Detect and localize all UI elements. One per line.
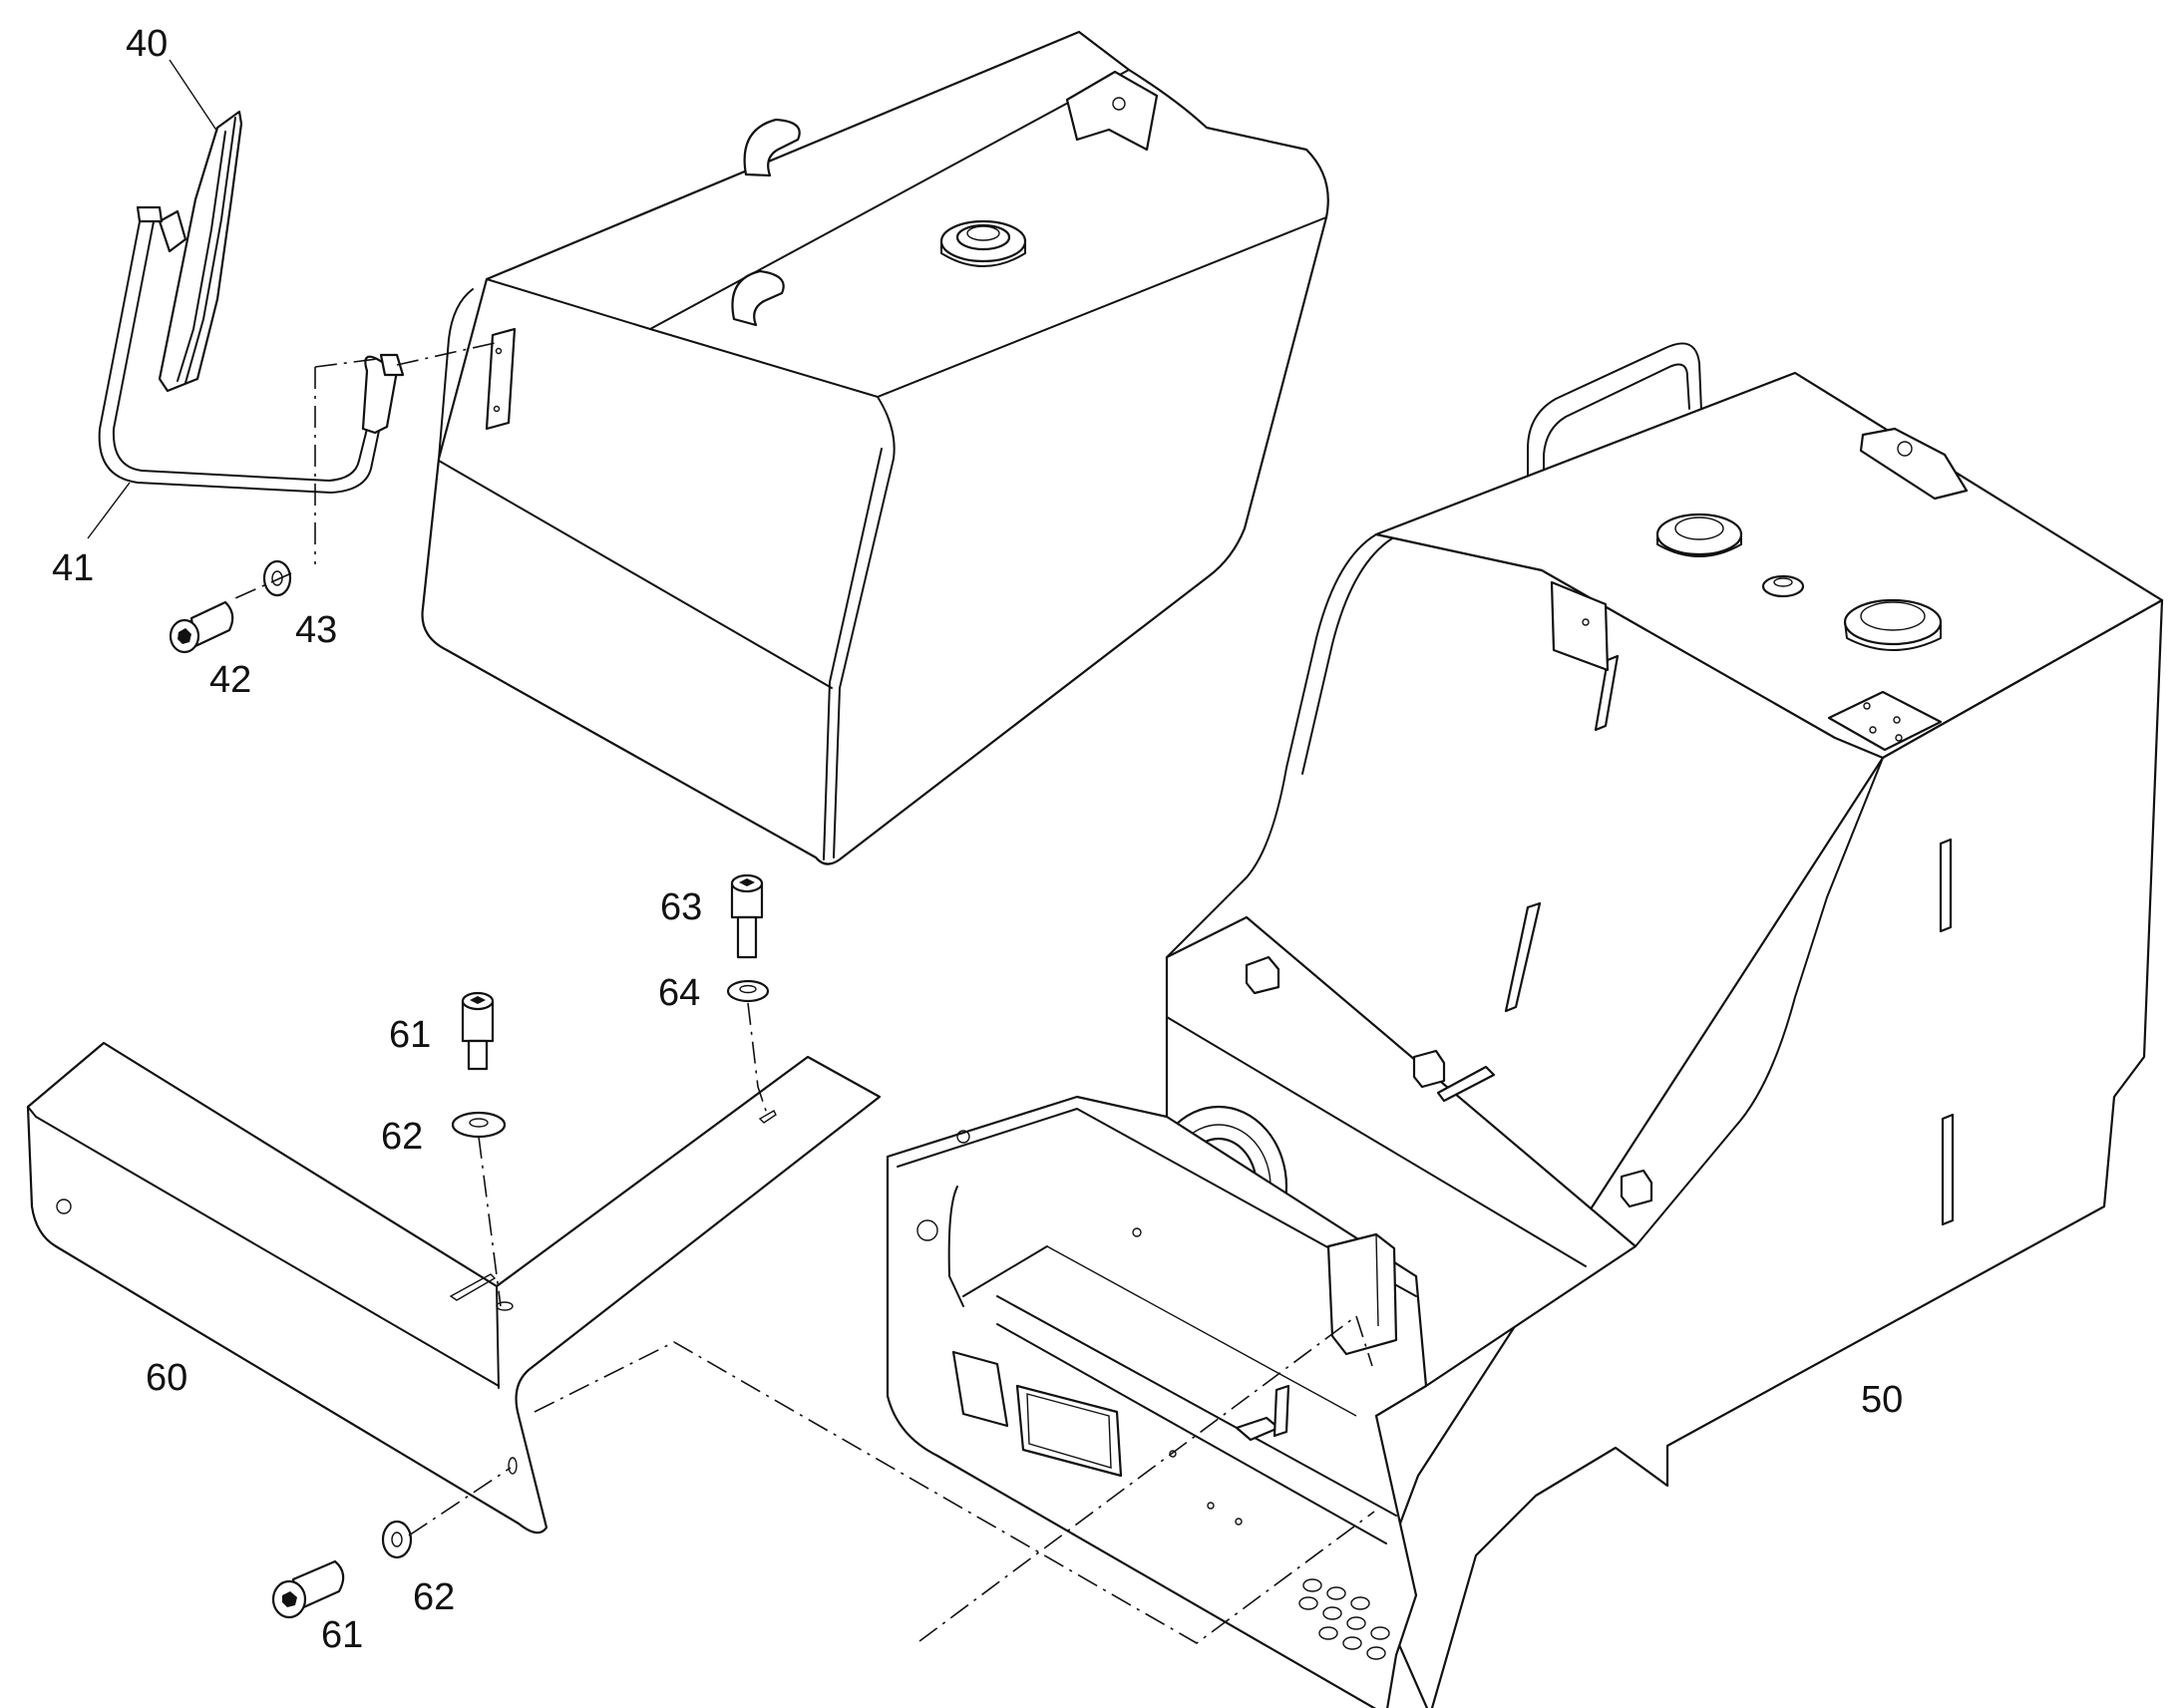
screw-42 <box>169 600 234 654</box>
mirror-40 <box>158 110 243 393</box>
callout-42: 42 <box>209 659 251 701</box>
callout-61-upper: 61 <box>389 1014 431 1056</box>
washer-62-upper <box>451 1111 507 1139</box>
callout-labels: 40 41 42 43 50 60 61 62 63 64 61 62 <box>52 23 1903 1656</box>
callout-61-lower: 61 <box>321 1614 363 1656</box>
bolt-63 <box>730 873 764 959</box>
callout-40: 40 <box>126 23 168 65</box>
vent-grid <box>1298 1578 1390 1660</box>
side-panel-60 <box>26 1041 882 1535</box>
callout-62-upper: 62 <box>381 1116 423 1158</box>
callout-leaders <box>87 59 218 539</box>
main-frame-50 <box>886 342 2164 1708</box>
callout-43: 43 <box>295 609 337 651</box>
washer-62-lower <box>381 1520 413 1559</box>
callout-63: 63 <box>660 886 702 928</box>
assembly-lines <box>234 342 1375 1644</box>
callout-41: 41 <box>52 547 94 589</box>
mirror-arm-41 <box>98 205 405 494</box>
callout-62-lower: 62 <box>413 1576 455 1618</box>
washer-64 <box>726 979 770 1003</box>
callout-50: 50 <box>1861 1379 1903 1421</box>
bolt-61-lower <box>271 1559 345 1619</box>
washer-43 <box>262 559 292 597</box>
callout-60: 60 <box>146 1357 187 1399</box>
callout-64: 64 <box>658 972 700 1014</box>
bolt-61-upper <box>461 991 495 1071</box>
upper-tank <box>421 30 1329 865</box>
